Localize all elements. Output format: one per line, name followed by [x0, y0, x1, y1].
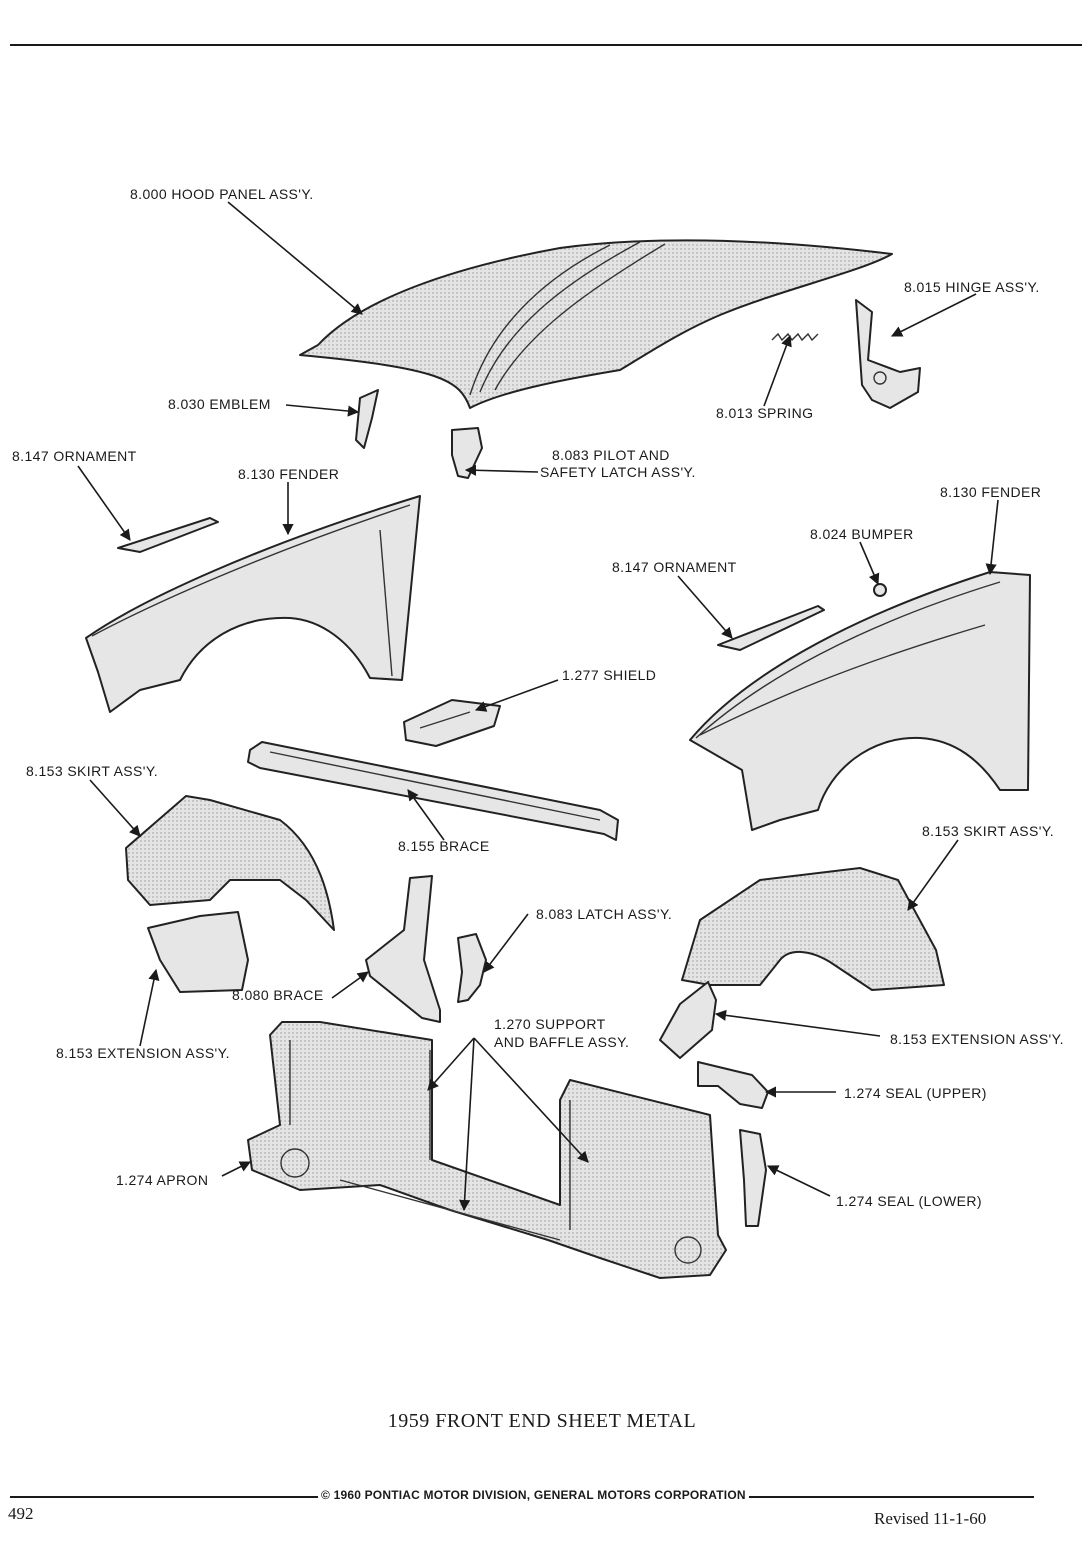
- fender-right: [689, 571, 1031, 831]
- label-brace-080: 8.080 BRACE: [232, 987, 324, 1003]
- leader-lines: [77, 201, 999, 1212]
- label-hood-panel: 8.000 HOOD PANEL ASS'Y.: [130, 186, 314, 202]
- label-pilot-latch-line1: 8.083 PILOT AND: [552, 447, 670, 463]
- brace-155: [247, 741, 619, 841]
- skirt-left: [125, 795, 335, 931]
- fender-left: [85, 495, 421, 713]
- label-seal-upper: 1.274 SEAL (UPPER): [844, 1085, 987, 1101]
- page-title: 1959 FRONT END SHEET METAL: [387, 1410, 697, 1432]
- latch: [457, 933, 487, 1003]
- page-number: 492: [8, 1504, 34, 1523]
- top-rule: [10, 44, 1082, 46]
- ornament-left: [117, 517, 219, 553]
- seal-upper: [697, 1061, 769, 1109]
- spring: [771, 332, 819, 342]
- label-skirt-right: 8.153 SKIRT ASS'Y.: [922, 823, 1055, 839]
- hinge: [855, 299, 921, 409]
- label-emblem: 8.030 EMBLEM: [168, 396, 271, 412]
- label-fender-right: 8.130 FENDER: [940, 484, 1042, 500]
- label-ornament-right: 8.147 ORNAMENT: [612, 559, 737, 575]
- label-ornament-left: 8.147 ORNAMENT: [12, 448, 137, 464]
- label-support-line2: AND BAFFLE ASSY.: [494, 1034, 630, 1050]
- hood-panel: [299, 239, 893, 409]
- label-seal-lower: 1.274 SEAL (LOWER): [836, 1193, 982, 1209]
- extension-left: [147, 911, 249, 993]
- label-hinge: 8.015 HINGE ASS'Y.: [904, 279, 1040, 295]
- revision-date: Revised 11-1-60: [874, 1509, 987, 1528]
- skirt-right: [681, 867, 945, 991]
- label-extension-right: 8.153 EXTENSION ASS'Y.: [890, 1031, 1064, 1047]
- label-support-line1: 1.270 SUPPORT: [494, 1016, 606, 1032]
- brace-080: [365, 875, 441, 1023]
- label-spring: 8.013 SPRING: [716, 405, 814, 421]
- seal-lower: [739, 1129, 767, 1227]
- label-apron: 1.274 APRON: [116, 1172, 209, 1188]
- bumper: [873, 583, 887, 597]
- support-baffle-apron: [247, 1021, 727, 1279]
- label-extension-left: 8.153 EXTENSION ASS'Y.: [56, 1045, 230, 1061]
- extension-right: [659, 981, 717, 1059]
- label-pilot-latch-line2: SAFETY LATCH ASS'Y.: [540, 464, 696, 480]
- label-skirt-left: 8.153 SKIRT ASS'Y.: [26, 763, 159, 779]
- label-latch: 8.083 LATCH ASS'Y.: [536, 906, 673, 922]
- pilot-safety-latch: [451, 427, 483, 479]
- label-fender-left: 8.130 FENDER: [238, 466, 340, 482]
- label-bumper: 8.024 BUMPER: [810, 526, 914, 542]
- label-brace-155: 8.155 BRACE: [398, 838, 490, 854]
- emblem: [355, 389, 379, 449]
- label-shield: 1.277 SHIELD: [562, 667, 657, 683]
- copyright-notice: © 1960 PONTIAC MOTOR DIVISION, GENERAL M…: [318, 1488, 749, 1502]
- ornament-right: [717, 605, 825, 651]
